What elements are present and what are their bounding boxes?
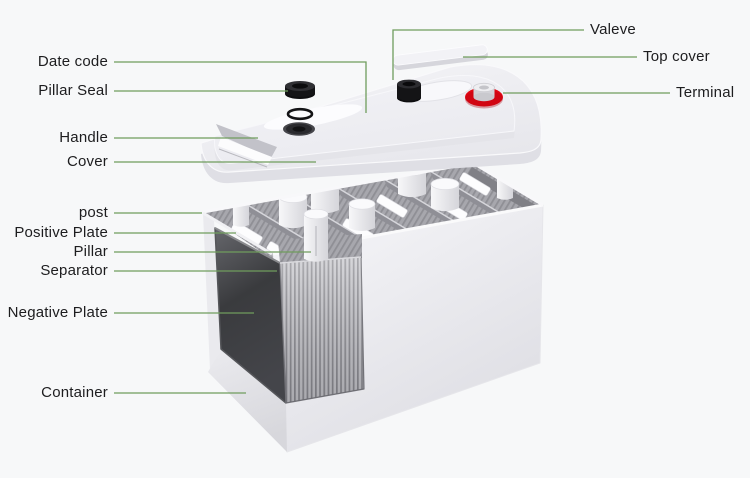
valve-shape <box>397 79 421 103</box>
cover-group <box>200 44 542 184</box>
container-lower-band <box>208 349 287 452</box>
o-ring <box>286 107 314 121</box>
label-handle: Handle <box>59 129 108 146</box>
handle-recess <box>216 124 277 168</box>
label-date-code: Date code <box>37 53 108 70</box>
container-rim-front-left <box>202 211 273 256</box>
leader-lines <box>114 29 670 394</box>
label-separator: Separator <box>40 262 108 279</box>
label-cover: Cover <box>66 153 108 170</box>
leader-valve <box>392 29 584 80</box>
label-container: Container <box>41 384 108 401</box>
label-top-cover: Top cover <box>643 48 710 65</box>
date-code-pad <box>263 104 363 130</box>
label-valve: Valeve <box>590 21 636 38</box>
leader-date-code <box>114 61 367 113</box>
label-pillar-seal: Pillar Seal <box>38 82 108 99</box>
pillar-seal-shape <box>285 81 315 99</box>
pillar-post <box>303 208 329 262</box>
label-positive-plate: Positive Plate <box>14 224 108 241</box>
label-negative-plate: Negative Plate <box>7 304 108 321</box>
container-group <box>202 161 544 453</box>
label-terminal: Terminal <box>676 84 735 101</box>
label-pillar: Pillar <box>73 243 108 260</box>
pillar-hole <box>283 122 315 136</box>
terminal-shape <box>465 82 503 109</box>
label-post: post <box>78 204 108 221</box>
